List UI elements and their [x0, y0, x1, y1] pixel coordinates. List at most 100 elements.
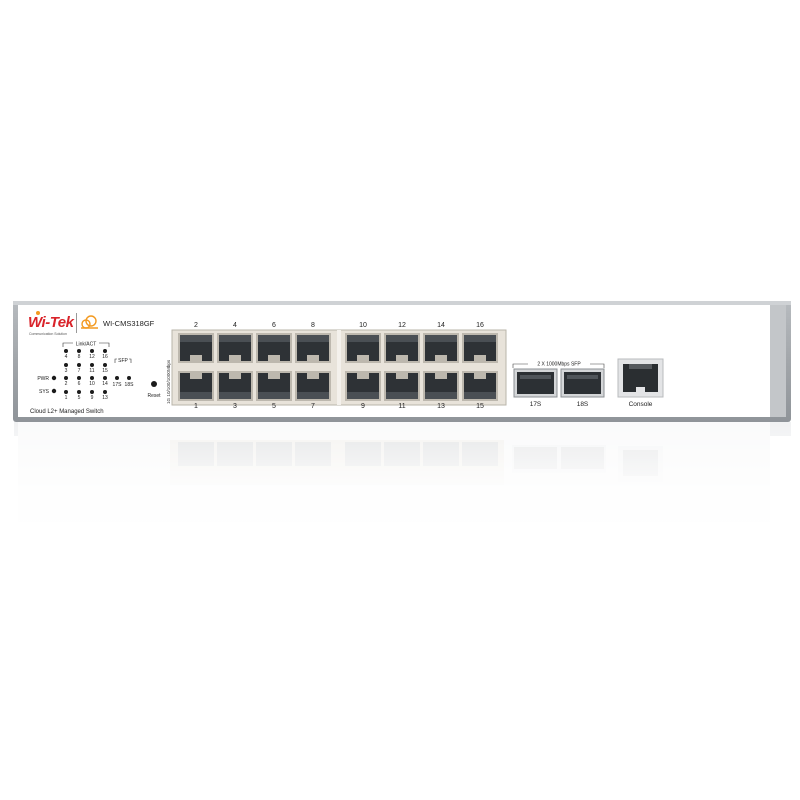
- rj45-port-7[interactable]: [295, 371, 331, 401]
- port-led-label: 3: [65, 368, 68, 374]
- device-description: Cloud L2+ Managed Switch: [30, 409, 104, 415]
- rj45-port-latch: [357, 355, 369, 361]
- rj45-port-label: 1: [194, 403, 198, 410]
- rj45-port-latch: [474, 373, 486, 379]
- port-led: [77, 390, 81, 394]
- rj45-port-2[interactable]: [178, 333, 214, 363]
- port-led: [103, 349, 107, 353]
- rj45-port-contacts: [219, 392, 251, 399]
- sfp-port-18S[interactable]: [560, 368, 605, 398]
- rj45-port-contacts: [258, 392, 290, 399]
- rj45-port-latch: [268, 355, 280, 361]
- rj45-port-label: 9: [361, 403, 365, 410]
- port-led: [64, 349, 68, 353]
- rj45-port-8[interactable]: [295, 333, 331, 363]
- sfp-led-label: SFP: [118, 358, 128, 364]
- rj45-port-5[interactable]: [256, 371, 292, 401]
- port-led: [103, 363, 107, 367]
- rj45-port-12[interactable]: [384, 333, 420, 363]
- port-led: [90, 363, 94, 367]
- sfp-led: [115, 376, 119, 380]
- pwr-label: PWR: [37, 376, 49, 382]
- rj45-port-15[interactable]: [462, 371, 498, 401]
- sfp-cavity-detail: [567, 375, 598, 379]
- chassis-top-edge: [13, 301, 791, 305]
- sys-led: [51, 388, 57, 394]
- rj45-port-latch: [229, 373, 241, 379]
- rj45-port-latch: [190, 373, 202, 379]
- rj45-port-label: 6: [272, 322, 276, 329]
- rj45-port-contacts: [425, 392, 457, 399]
- rj45-port-label: 15: [476, 403, 484, 410]
- pwr-led: [51, 375, 57, 381]
- rj45-port-contacts: [464, 392, 496, 399]
- link-act-label: Link/ACT: [76, 342, 97, 348]
- port-led: [77, 363, 81, 367]
- port-led-label: 13: [102, 395, 108, 401]
- rj45-port-contacts: [347, 392, 379, 399]
- rj45-port-16[interactable]: [462, 333, 498, 363]
- reset-label: Reset: [147, 393, 161, 399]
- rj45-port-latch: [396, 373, 408, 379]
- sfp-port-label: 18S: [577, 401, 589, 408]
- rj45-port-9[interactable]: [345, 371, 381, 401]
- port-led-label: 8: [78, 354, 81, 360]
- rj45-port-contacts: [386, 392, 418, 399]
- rj45-port-latch: [307, 355, 319, 361]
- sfp-led-label: 17S: [113, 382, 123, 388]
- rj45-port-contacts: [180, 392, 212, 399]
- rj45-port-6[interactable]: [256, 333, 292, 363]
- port-led-label: 7: [78, 368, 81, 374]
- port-block-separator: [337, 330, 341, 405]
- rj45-port-label: 8: [311, 322, 315, 329]
- rj45-port-contacts: [297, 335, 329, 342]
- speed-label: 1G 10/100/1000Mbps: [166, 359, 171, 404]
- port-led-label: 16: [102, 354, 108, 360]
- rj45-port-label: 12: [398, 322, 406, 329]
- rj45-port-contacts: [464, 335, 496, 342]
- rj45-port-latch: [357, 373, 369, 379]
- rj45-port-contacts: [258, 335, 290, 342]
- rj45-port-10[interactable]: [345, 333, 381, 363]
- link-act-label-bg: [73, 340, 99, 347]
- cloud-icon: [81, 315, 98, 329]
- rj45-port-label: 10: [359, 322, 367, 329]
- rj45-port-label: 7: [311, 403, 315, 410]
- console-port-latch: [636, 387, 645, 392]
- rj45-port-11[interactable]: [384, 371, 420, 401]
- rj45-port-4[interactable]: [217, 333, 253, 363]
- port-led-label: 5: [78, 395, 81, 401]
- rj45-port-1[interactable]: [178, 371, 214, 401]
- port-led-label: 14: [102, 381, 108, 387]
- sfp-label-bg: [117, 357, 129, 363]
- rj45-port-contacts: [219, 335, 251, 342]
- rj45-port-label: 13: [437, 403, 445, 410]
- rj45-port-latch: [435, 355, 447, 361]
- rj45-port-label: 4: [233, 322, 237, 329]
- port-led-label: 6: [78, 381, 81, 387]
- console-port[interactable]: [617, 358, 664, 398]
- port-led-label: 10: [89, 381, 95, 387]
- rj45-port-13[interactable]: [423, 371, 459, 401]
- sfp-header: 2 X 1000Mbps SFP: [537, 362, 581, 368]
- sfp-port-17S[interactable]: [513, 368, 558, 398]
- sfp-led-label: 18S: [125, 382, 135, 388]
- rj45-port-contacts: [297, 392, 329, 399]
- brand-tagline: Communication Solution: [29, 332, 67, 336]
- rj45-port-contacts: [180, 335, 212, 342]
- rj45-port-label: 3: [233, 403, 237, 410]
- rj45-port-label: 11: [398, 403, 405, 410]
- rj45-port-latch: [229, 355, 241, 361]
- port-led-label: 11: [89, 368, 94, 374]
- logo-divider: [76, 313, 77, 333]
- sys-label: SYS: [39, 389, 50, 395]
- rj45-port-latch: [435, 373, 447, 379]
- rj45-port-14[interactable]: [423, 333, 459, 363]
- port-led: [77, 349, 81, 353]
- reset-button[interactable]: [151, 381, 157, 387]
- port-led: [103, 376, 107, 380]
- faceplate-right-rail: [770, 305, 786, 417]
- rj45-port-contacts: [347, 335, 379, 342]
- rj45-port-3[interactable]: [217, 371, 253, 401]
